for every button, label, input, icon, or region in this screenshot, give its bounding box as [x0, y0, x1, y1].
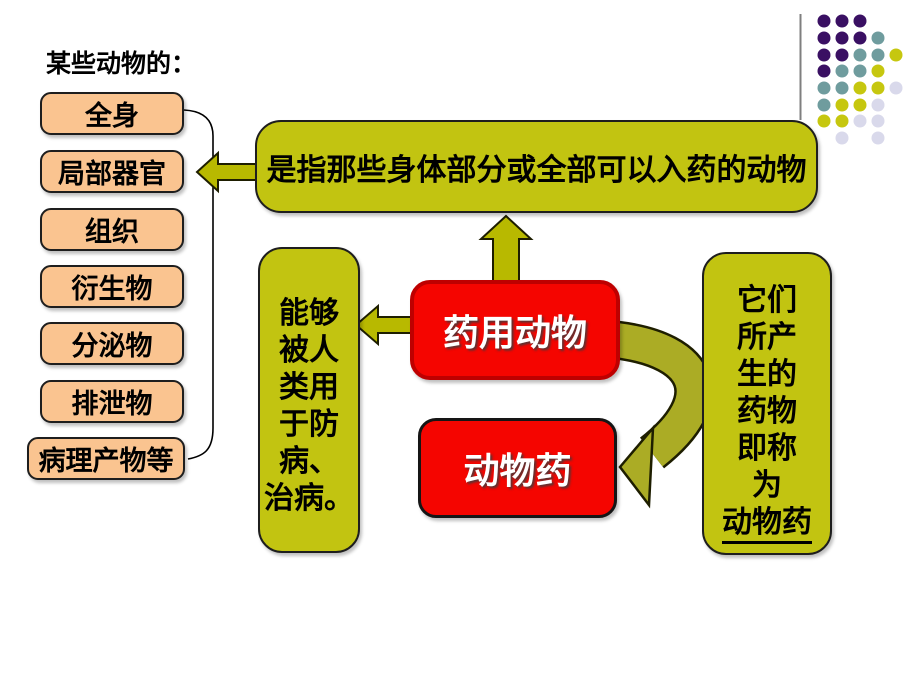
decor-dot — [835, 64, 849, 78]
usage-note-line: 治病。 — [264, 481, 354, 516]
decor-dot — [835, 131, 849, 145]
decor-dot — [817, 64, 831, 78]
decor-dot — [817, 14, 831, 28]
bracket-line — [183, 109, 214, 460]
decor-dot — [817, 114, 831, 128]
decor-dot — [871, 98, 885, 112]
decor-dot — [817, 81, 831, 95]
decor-dot — [817, 31, 831, 45]
decor-dot — [853, 14, 867, 28]
decor-dot — [871, 48, 885, 62]
decor-dot — [853, 98, 867, 112]
part-box-secretion: 分泌物 — [40, 322, 184, 365]
decor-dot — [817, 48, 831, 62]
part-box-derivative: 衍生物 — [40, 265, 184, 308]
decor-dot — [853, 81, 867, 95]
curved-arrow-head-icon — [618, 424, 655, 509]
product-note-line: 为 — [752, 468, 782, 503]
product-note-line: 药物 — [737, 394, 797, 429]
arrow-definition-to-parts-icon — [195, 150, 259, 194]
decor-dot — [853, 48, 867, 62]
part-box-local-organ: 局部器官 — [40, 150, 184, 193]
medicinal-animal-box: 药用动物 — [410, 280, 620, 380]
decor-dot — [871, 114, 885, 128]
decor-dot — [889, 48, 903, 62]
decor-dot — [853, 114, 867, 128]
decor-dot-grid — [817, 14, 903, 145]
underlined-term: 动物药 — [722, 505, 812, 544]
product-note-line-underlined: 动物药 — [704, 504, 830, 544]
page-title: 某些动物的： — [46, 49, 197, 78]
part-box-whole-body: 全身 — [40, 92, 184, 135]
usage-note-box: 能够 被人 类用 于防 病、 治病。 — [258, 247, 360, 553]
decor-dot — [835, 48, 849, 62]
usage-note-line: 被人 — [279, 333, 339, 368]
part-box-tissue: 组织 — [40, 208, 184, 251]
product-note-line: 生的 — [737, 357, 797, 392]
decor-dot — [871, 131, 885, 145]
decor-dot — [871, 64, 885, 78]
product-note-line: 它们 — [737, 283, 797, 318]
decor-dot — [853, 64, 867, 78]
decor-dot — [835, 81, 849, 95]
arrow-up-to-definition-icon — [478, 214, 534, 283]
usage-note-line: 于防 — [279, 407, 339, 442]
arrow-left-to-usage-icon — [354, 303, 413, 347]
part-box-excretion: 排泄物 — [40, 380, 184, 423]
decor-dot — [835, 14, 849, 28]
decor-dot — [835, 114, 849, 128]
usage-note-line: 能够 — [279, 296, 339, 331]
definition-box: 是指那些身体部分或全部可以入药的动物 — [255, 120, 818, 213]
decor-dot — [871, 31, 885, 45]
curved-arrow-band — [613, 323, 711, 467]
usage-note-line: 类用 — [279, 370, 339, 405]
part-box-pathological-product: 病理产物等 — [27, 437, 185, 480]
product-note-line: 所产 — [737, 320, 797, 355]
decor-dot — [817, 98, 831, 112]
usage-note-line: 病、 — [279, 444, 339, 479]
animal-medicine-box: 动物药 — [418, 418, 617, 518]
decor-dot — [889, 81, 903, 95]
decor-dot — [835, 98, 849, 112]
decor-dot — [835, 31, 849, 45]
decor-dot — [853, 31, 867, 45]
decor-dot — [871, 81, 885, 95]
product-note-box: 它们 所产 生的 药物 即称 为 动物药 — [702, 252, 832, 555]
product-note-line: 即称 — [737, 431, 797, 466]
